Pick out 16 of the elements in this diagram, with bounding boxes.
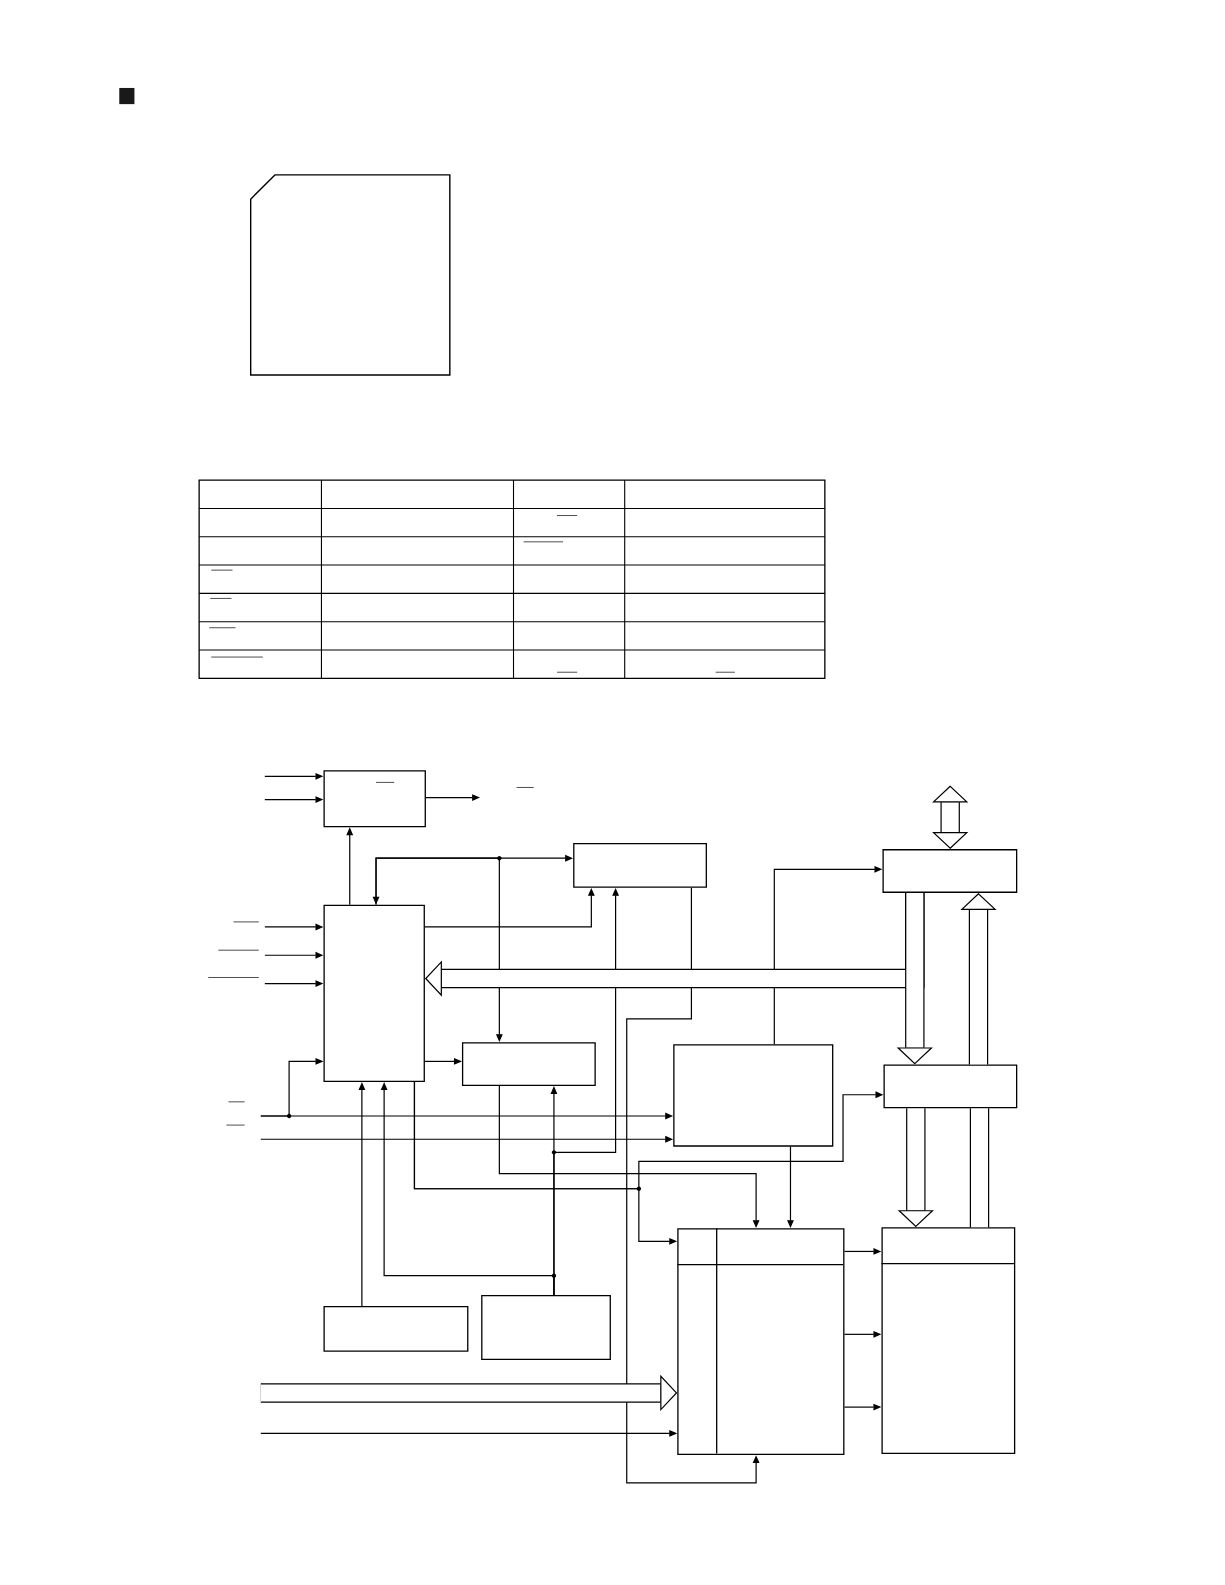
block-box bbox=[323, 770, 426, 828]
block-box bbox=[323, 1306, 469, 1352]
chip-outline bbox=[249, 174, 451, 376]
block-box bbox=[880, 1227, 1016, 1455]
block-box bbox=[461, 1042, 596, 1086]
junction-dot bbox=[286, 1113, 292, 1119]
block-box bbox=[882, 849, 1018, 893]
block-box bbox=[883, 1064, 1018, 1109]
arrow bbox=[425, 794, 480, 801]
block-box bbox=[676, 1227, 845, 1456]
block-box bbox=[573, 843, 707, 888]
junction-dot bbox=[497, 856, 502, 861]
block-box bbox=[673, 1044, 834, 1147]
block-box bbox=[323, 904, 425, 1083]
arrow bbox=[626, 887, 760, 1484]
block-box bbox=[481, 1294, 611, 1360]
